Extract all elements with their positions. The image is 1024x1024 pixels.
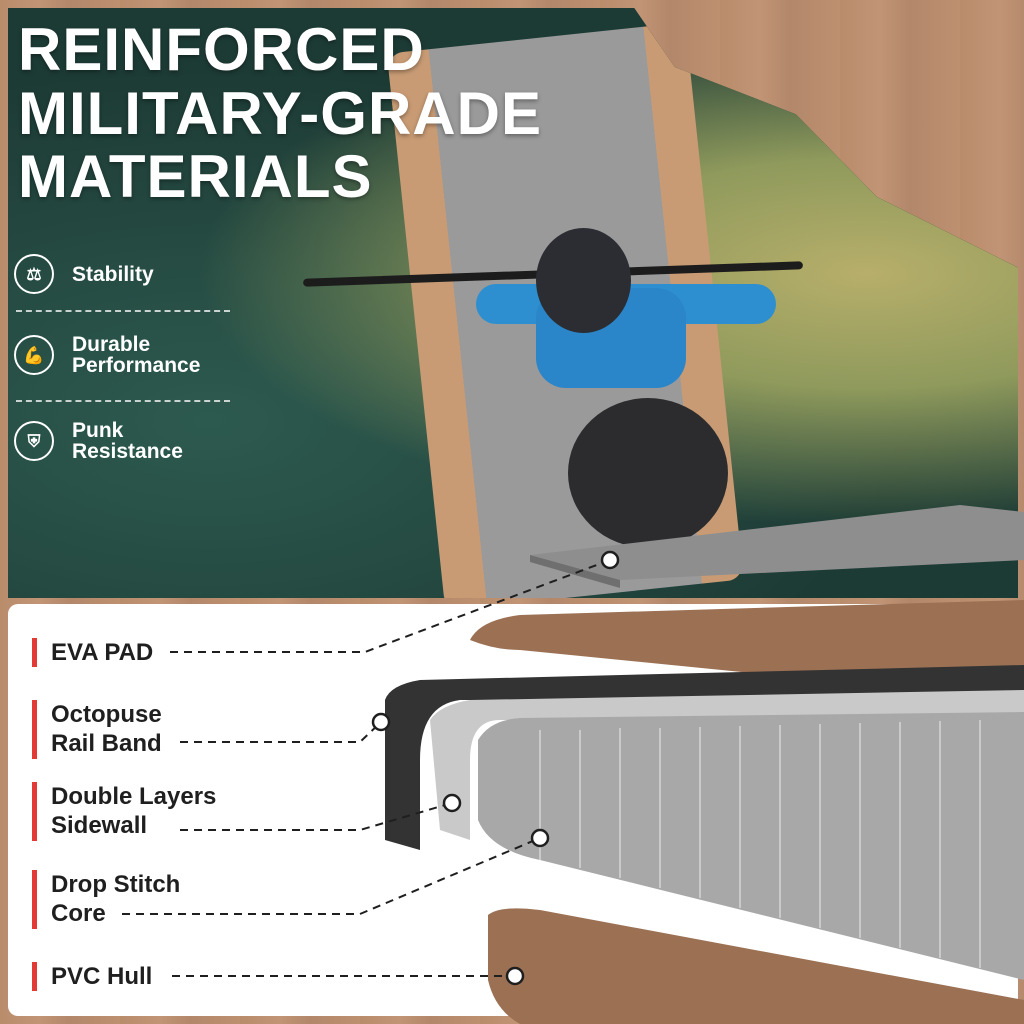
layer-label-pvc-hull: PVC Hull bbox=[32, 962, 152, 992]
rail-band-layer bbox=[385, 665, 1024, 850]
page-title: REINFORCED MILITARY-GRADE MATERIALS bbox=[18, 18, 542, 209]
title-line-3: MATERIALS bbox=[18, 143, 373, 211]
rail-band-leader bbox=[180, 721, 382, 743]
layer-label-eva-pad: EVA PAD bbox=[32, 638, 153, 668]
drop-stitch-threads bbox=[539, 720, 981, 968]
drop-stitch-core bbox=[478, 712, 1024, 980]
feature-label: Stability bbox=[72, 262, 154, 286]
muscle-arm-icon: 💪 bbox=[14, 335, 54, 375]
adult-head bbox=[568, 398, 728, 548]
sidewall-leader bbox=[180, 802, 453, 831]
eva-pad-leader bbox=[170, 559, 611, 653]
title-line-1: REINFORCED bbox=[18, 16, 425, 83]
pvc-hull-marker bbox=[505, 966, 525, 986]
shield-icon: ⛨ bbox=[14, 421, 54, 461]
child-paddler bbox=[476, 228, 776, 388]
eva-pad-marker bbox=[600, 550, 620, 570]
drop-stitch-marker bbox=[530, 828, 550, 848]
title-line-2: MILITARY-GRADE bbox=[18, 79, 542, 147]
balance-scale-icon: ⚖ bbox=[14, 254, 54, 294]
layer-cross-section bbox=[122, 505, 1024, 1024]
rail-band-marker bbox=[371, 712, 391, 732]
drop-stitch-leader bbox=[122, 837, 541, 915]
sidewall-marker bbox=[442, 793, 462, 813]
feature-stability: ⚖ Stability bbox=[14, 254, 154, 294]
feature-divider bbox=[16, 400, 230, 402]
eva-pad-layer bbox=[530, 505, 1024, 580]
feature-divider bbox=[16, 310, 230, 312]
pvc-hull-layer bbox=[488, 908, 1024, 1024]
